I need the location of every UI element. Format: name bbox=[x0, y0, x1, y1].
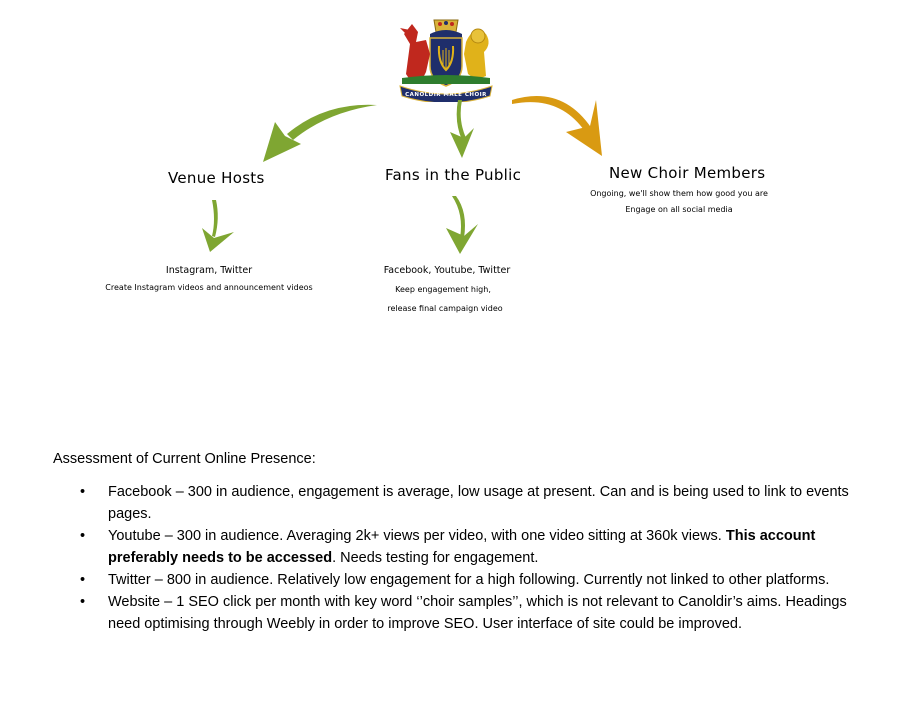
assessment-list: • Facebook – 300 in audience, engagement… bbox=[80, 481, 860, 635]
venue-hosts-title: Venue Hosts bbox=[168, 169, 265, 187]
arrow-to-venue-hosts bbox=[263, 104, 377, 162]
bullet-icon: • bbox=[80, 484, 86, 500]
fans-detail-line1: Keep engagement high, bbox=[395, 285, 491, 294]
new-members-line2: Engage on all social media bbox=[625, 205, 733, 214]
venue-hosts-detail: Create Instagram videos and announcement… bbox=[105, 283, 313, 292]
arrow-fans-detail bbox=[446, 196, 478, 254]
choir-crest-logo: CANOLDIR MALE CHOIR bbox=[399, 19, 493, 102]
list-item: • Youtube – 300 in audience. Averaging 2… bbox=[80, 525, 860, 569]
twitter-assessment: Twitter – 800 in audience. Relatively lo… bbox=[108, 572, 830, 588]
arrow-to-new-members bbox=[512, 96, 602, 156]
bullet-icon: • bbox=[80, 594, 86, 610]
new-members-line1: Ongoing, we'll show them how good you ar… bbox=[590, 189, 768, 198]
arrow-to-fans bbox=[450, 100, 474, 158]
website-assessment: Website – 1 SEO click per month with key… bbox=[108, 594, 847, 632]
youtube-assessment-emphasis: This account preferably needs to be acce… bbox=[108, 528, 816, 566]
list-item: • Website – 1 SEO click per month with k… bbox=[80, 591, 860, 635]
fans-detail-line2: release final campaign video bbox=[387, 304, 503, 313]
bullet-icon: • bbox=[80, 572, 86, 588]
list-item: • Facebook – 300 in audience, engagement… bbox=[80, 481, 860, 525]
arrow-venue-detail bbox=[202, 200, 234, 252]
venue-hosts-channels: Instagram, Twitter bbox=[165, 265, 253, 276]
youtube-assessment: Youtube – 300 in audience. Averaging 2k+… bbox=[108, 528, 726, 544]
list-item: • Twitter – 800 in audience. Relatively … bbox=[80, 569, 860, 591]
youtube-assessment-tail: . Needs testing for engagement. bbox=[332, 550, 539, 566]
facebook-assessment: Facebook – 300 in audience, engagement i… bbox=[108, 484, 849, 522]
new-members-title: New Choir Members bbox=[609, 164, 766, 182]
fans-channels: Facebook, Youtube, Twitter bbox=[383, 265, 511, 276]
bullet-icon: • bbox=[80, 528, 86, 544]
assessment-heading: Assessment of Current Online Presence: bbox=[53, 451, 316, 467]
crest-banner-text: CANOLDIR MALE CHOIR bbox=[405, 92, 487, 98]
fans-title: Fans in the Public bbox=[385, 166, 522, 184]
